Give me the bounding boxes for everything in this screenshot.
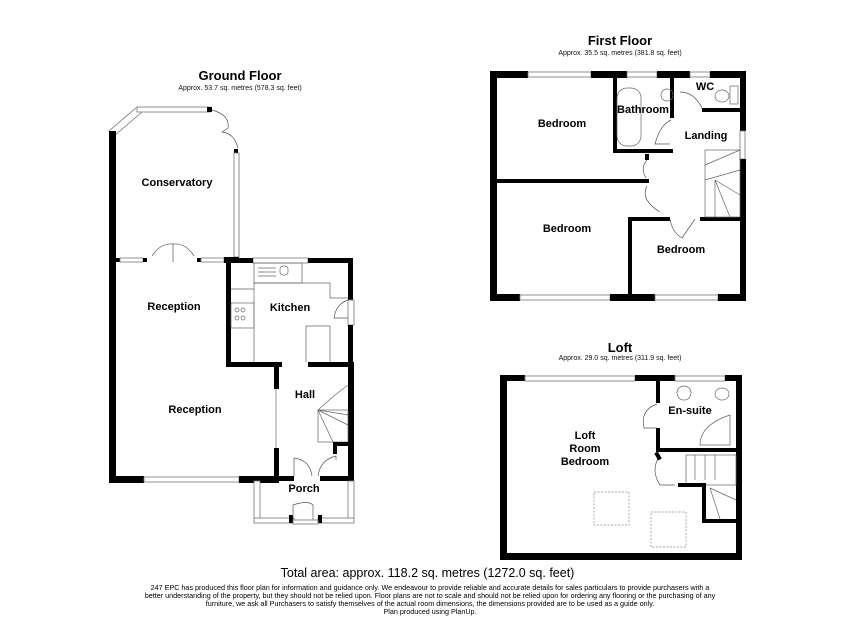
disclaimer-line: better understanding of the property, bu… <box>144 591 716 600</box>
room-label-porch: Porch <box>288 483 320 495</box>
loft-area: Approx. 29.0 sq. metres (311.9 sq. feet) <box>558 355 682 362</box>
loft-plan <box>500 375 742 560</box>
room-label-landing: Landing <box>684 130 728 142</box>
door-swing <box>211 109 239 149</box>
room-label-wc: WC <box>695 81 715 93</box>
room-label-bathroom: Bathroom <box>617 104 669 116</box>
room-label-kitchen: Kitchen <box>269 302 311 314</box>
disclaimer-line: furniture, we ask all Purchasers to sati… <box>205 599 655 608</box>
first-floor-area: Approx. 35.5 sq. metres (381.8 sq. feet) <box>558 50 682 57</box>
ground-floor-title: Ground Floor <box>198 68 282 83</box>
loft-room-label-line: Loft <box>574 430 596 442</box>
room-label-bedroom: Bedroom <box>537 118 587 130</box>
conservatory-window <box>136 106 211 113</box>
disclaimer-line: Plan produced using PlanUp. <box>383 607 477 616</box>
french-door-swing <box>151 243 195 262</box>
room-label-conservatory: Conservatory <box>141 177 213 189</box>
rooflight <box>593 491 630 526</box>
room-label-reception: Reception <box>168 404 222 416</box>
room-label-en-suite: En-suite <box>668 405 712 417</box>
first-floor-title: First Floor <box>587 33 653 48</box>
room-label-bedroom: Bedroom <box>542 223 592 235</box>
conservatory-window <box>233 152 240 258</box>
disclaimer-line: 247 EPC has produced this floor plan for… <box>150 583 710 592</box>
total-area: Total area: approx. 118.2 sq. metres (12… <box>280 566 575 580</box>
ground-floor-plan <box>108 106 355 525</box>
loft-room-label-line: Room <box>569 443 601 455</box>
room-label-bedroom: Bedroom <box>656 244 706 256</box>
disclaimer: 247 EPC has produced this floor plan for… <box>140 584 720 616</box>
room-label-reception: Reception <box>147 301 201 313</box>
room-label-hall: Hall <box>294 389 316 401</box>
ground-floor-area: Approx. 53.7 sq. metres (578.3 sq. feet) <box>178 85 302 92</box>
wall <box>109 131 116 480</box>
room-label-loft-room-bedroom: Loft Room Bedroom <box>550 430 620 469</box>
first-floor-plan <box>490 71 746 301</box>
loft-room-label-line: Bedroom <box>560 456 610 468</box>
rooflight <box>650 511 687 548</box>
loft-title: Loft <box>607 340 633 355</box>
